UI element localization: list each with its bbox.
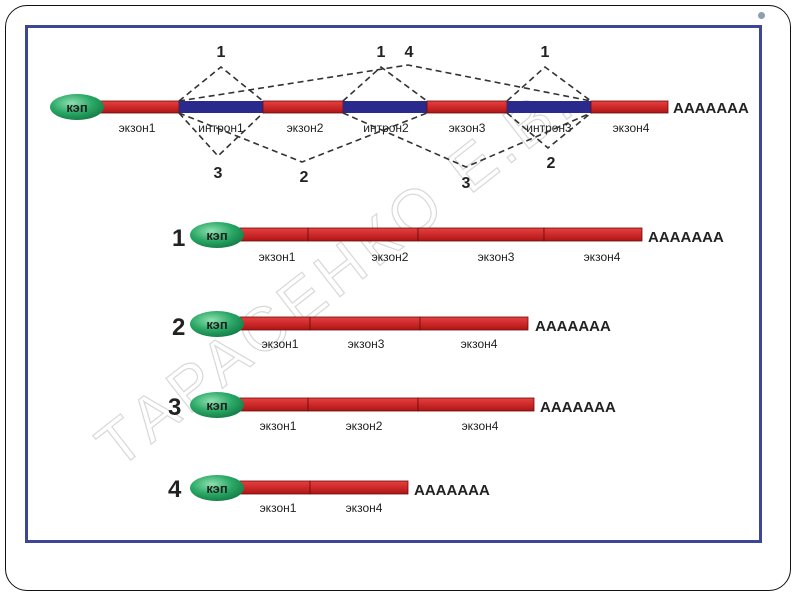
splice-num-above-middle-4: 4: [405, 44, 414, 61]
pre-exon3-bar: [426, 100, 508, 114]
variant-3-exon2-bar: [307, 397, 419, 412]
pre-exon4-label: экзон4: [613, 121, 650, 135]
variant-4-cap-label: кэп: [206, 481, 227, 496]
pre-exon1-bar: [96, 100, 180, 114]
variant-2-number: 2: [172, 314, 185, 341]
pre-intron1-bar: [179, 101, 263, 113]
pre-exon2-label: экзон2: [287, 121, 324, 135]
pre-cap-label: кэп: [66, 100, 87, 115]
watermark: ТАРАСЕНКО Е.В.: [84, 65, 589, 481]
variant-2-polya: AAAAAAA: [535, 318, 611, 335]
splice-num-below-left: 3: [214, 165, 223, 182]
splice-num-below-right: 2: [547, 155, 556, 172]
variant-1-exon4-label: экзон4: [584, 250, 621, 264]
variant-2-exon4-label: экзон4: [461, 337, 498, 351]
pre-intron1-label: интрон1: [198, 121, 244, 135]
variant-4-exon1-label: экзон1: [260, 501, 297, 515]
variant-3-cap-label: кэп: [206, 398, 227, 413]
variant-3-cap: [190, 392, 244, 418]
pre-polya: AAAAAAA: [673, 100, 749, 117]
variant-1-cap: [190, 222, 244, 248]
variant-3-polya: AAAAAAA: [540, 399, 616, 416]
variant-3-exon1-bar: [239, 397, 309, 412]
pre-exon4-bar: [590, 100, 669, 114]
variant-1-exon1-label: экзон1: [259, 250, 296, 264]
splice-num-below-left-middle: 2: [300, 169, 309, 186]
variant-1-exon1-bar: [239, 227, 309, 242]
variant-4-number: 4: [168, 476, 182, 503]
variant-2-exon1-bar: [239, 316, 311, 331]
variant-2-exon3-bar: [309, 316, 421, 331]
variant-4-exon4-bar: [309, 480, 409, 495]
pre-cap: [50, 94, 104, 120]
splice-4-above: [178, 64, 592, 102]
variant-4-exon4-label: экзон4: [346, 501, 383, 515]
pre-intron2-bar: [343, 101, 427, 113]
variant-3-exon4-bar: [417, 397, 535, 412]
variant-3-exon4-label: экзон4: [462, 419, 499, 433]
variant-3-number: 3: [168, 394, 181, 421]
variant-3-exon1-label: экзон1: [260, 419, 297, 433]
variant-2-exon3-label: экзон3: [348, 337, 385, 351]
pre-intron2-label: интрон2: [363, 121, 409, 135]
splice-num-below-right-middle: 3: [462, 175, 471, 192]
splice-num-above-right: 1: [541, 44, 550, 61]
pre-exon1-label: экзон1: [119, 121, 156, 135]
variant-2-exon1-label: экзон1: [262, 337, 299, 351]
pre-exon2-bar: [262, 100, 344, 114]
variant-1-exon2-bar: [307, 227, 419, 242]
variant-1-polya: AAAAAAA: [648, 229, 724, 246]
variant-4-cap: [190, 475, 244, 501]
splice-num-above-left: 1: [217, 44, 226, 61]
splice-1-intron3-above: [506, 65, 592, 102]
splice-num-above-middle-1: 1: [377, 44, 386, 61]
variant-2-exon4-bar: [419, 316, 529, 331]
variant-1-exon2-label: экзон2: [372, 250, 409, 264]
variant-3: 3 кэп AAAAAAA экзон1 экзон2 экзон4: [168, 392, 616, 433]
splice-1-intron2-above: [342, 65, 428, 102]
pre-exon3-label: экзон3: [449, 121, 486, 135]
corner-dot: [758, 12, 765, 19]
splice-2-right-below: [506, 112, 592, 150]
variant-1-exon3-label: экзон3: [478, 250, 515, 264]
variant-1: 1 кэп AAAAAAA экзон1 экзон2 экзон3 экзон…: [172, 222, 724, 264]
variant-1-exon4-bar: [543, 227, 643, 242]
splice-numbers: 1 1 4 1 3 2 3 2: [214, 44, 556, 192]
pre-intron3-bar: [507, 101, 591, 113]
variant-4-exon1-bar: [239, 480, 311, 495]
variant-3-exon2-label: экзон2: [346, 419, 383, 433]
variant-4-polya: AAAAAAA: [414, 482, 490, 499]
variant-1-cap-label: кэп: [206, 228, 227, 243]
variant-2-cap-label: кэп: [206, 317, 227, 332]
variant-1-exon3-bar: [417, 227, 545, 242]
variant-1-number: 1: [172, 225, 185, 252]
variant-4: 4 кэп AAAAAAA экзон1 экзон4: [168, 475, 490, 515]
variant-2: 2 кэп AAAAAAA экзон1 экзон3 экзон4: [172, 311, 611, 351]
pre-intron3-label: интрон3: [526, 121, 572, 135]
variant-2-cap: [190, 311, 244, 337]
splice-1-intron1-above: [178, 65, 264, 102]
splice-lines: [178, 64, 592, 168]
splice-2-left-below: [178, 112, 428, 163]
splice-3-right-below: [342, 112, 592, 168]
pre-mrna: кэп AAAAAAA экзон1 интрон1 экзон2 интрон…: [50, 94, 749, 135]
